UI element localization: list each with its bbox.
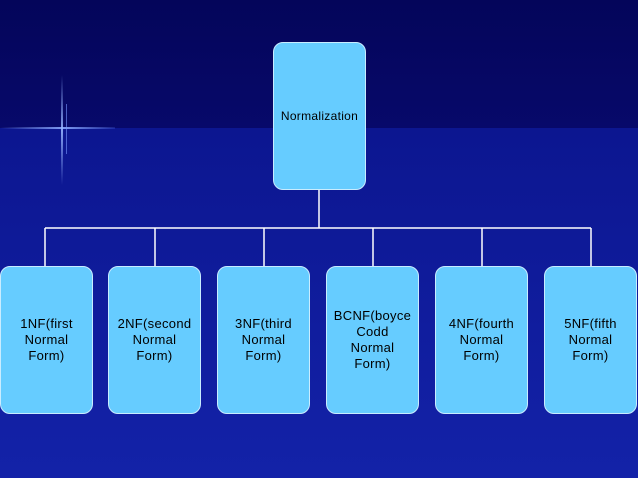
decorative-vertical-line-small bbox=[66, 104, 67, 154]
node-normalization-label: Normalization bbox=[280, 109, 359, 123]
node-1nf: 1NF(first Normal Form) bbox=[0, 266, 93, 414]
node-3nf-label: 3NF(third Normal Form) bbox=[235, 316, 292, 363]
node-3nf: 3NF(third Normal Form) bbox=[217, 266, 310, 414]
node-5nf-label: 5NF(fifth Normal Form) bbox=[564, 316, 617, 363]
node-2nf: 2NF(second Normal Form) bbox=[108, 266, 201, 414]
node-5nf: 5NF(fifth Normal Form) bbox=[544, 266, 637, 414]
node-bcnf-label: BCNF(boyce Codd Normal Form) bbox=[333, 308, 412, 371]
node-1nf-label: 1NF(first Normal Form) bbox=[20, 316, 73, 363]
decorative-vertical-line bbox=[61, 75, 63, 185]
node-4nf: 4NF(fourth Normal Form) bbox=[435, 266, 528, 414]
node-2nf-label: 2NF(second Normal Form) bbox=[117, 316, 192, 363]
node-normalization: Normalization bbox=[273, 42, 366, 190]
decorative-horizontal-line bbox=[0, 127, 115, 129]
node-4nf-label: 4NF(fourth Normal Form) bbox=[448, 316, 515, 363]
node-bcnf: BCNF(boyce Codd Normal Form) bbox=[326, 266, 419, 414]
